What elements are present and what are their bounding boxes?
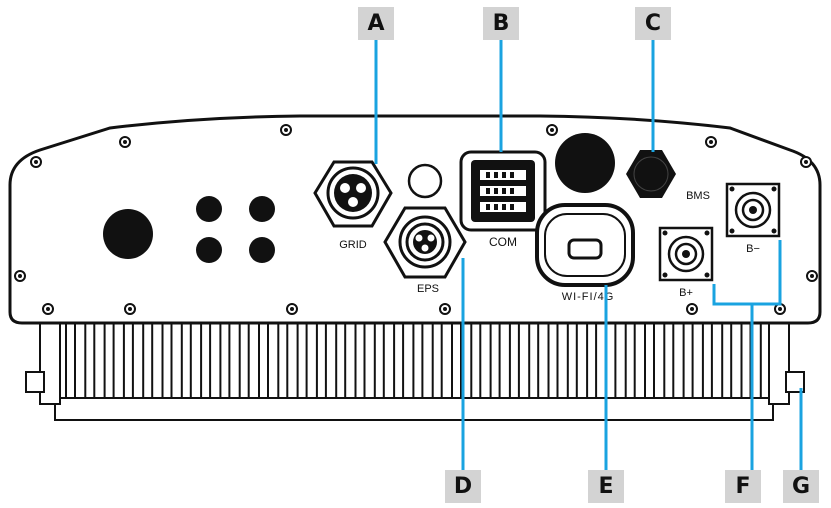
heatsink-fin [489, 322, 501, 400]
heatsink-fin [122, 322, 134, 400]
housing-screw-center [690, 307, 694, 311]
housing-screws [14, 124, 818, 315]
housing-screw-center [443, 307, 447, 311]
heatsink-fin [258, 322, 269, 400]
heatsink-fin [663, 322, 675, 400]
housing-screw-center [804, 160, 808, 164]
housing-screw-center [123, 140, 127, 144]
large-blanking-plug [103, 209, 153, 259]
leader-lines [374, 40, 803, 470]
heatsink-fin [393, 322, 405, 400]
heatsink-fin [200, 322, 212, 400]
heatsink-base [54, 397, 774, 421]
heatsink-fin [740, 322, 752, 400]
eps-label: EPS [417, 283, 439, 295]
heatsink-fin [315, 322, 327, 400]
wifi-4g-port [535, 203, 635, 287]
housing-screw-center [284, 128, 288, 132]
heatsink-fin [277, 322, 289, 400]
small-blanking-plug [196, 237, 222, 263]
housing-screw-center [34, 160, 38, 164]
heatsink-fin [721, 322, 733, 400]
housing-screw-center [128, 307, 132, 311]
callout-g: G [783, 470, 819, 503]
com-connector [459, 150, 547, 232]
heatsink-fin [566, 322, 578, 400]
heatsink-fin [528, 322, 540, 400]
heatsink-fin [103, 322, 115, 400]
heatsink-fin [431, 322, 443, 400]
eps-connector [383, 206, 467, 279]
grid-connector [313, 160, 393, 228]
heatsink-fin [161, 322, 173, 400]
heatsink-fin [547, 322, 559, 400]
com-label: COM [489, 235, 517, 249]
right-mount-bolt [785, 371, 805, 393]
heatsink-fin [412, 322, 424, 400]
leader-line-f [712, 284, 754, 470]
wifi-4g-label: WI-FI/4G [562, 291, 615, 303]
battery-negative-terminal [725, 182, 781, 238]
heatsink-fin [624, 322, 636, 400]
callout-e: E [588, 470, 624, 503]
heatsink-fin [701, 322, 713, 400]
left-mount-bolt [25, 371, 45, 393]
housing-screw-center [810, 274, 814, 278]
heatsink-fin [508, 322, 520, 400]
housing-screw-center [46, 307, 50, 311]
heatsink-fin [65, 322, 76, 400]
heatsink-fin [84, 322, 96, 400]
heatsink-fin [373, 322, 385, 400]
small-blanking-plug [249, 237, 275, 263]
heatsink-fin [354, 322, 366, 400]
small-blanking-plug [196, 196, 222, 222]
callout-c: C [635, 7, 671, 40]
heatsink-fin [335, 322, 347, 400]
heatsink-fin [605, 322, 617, 400]
housing-screw-center [290, 307, 294, 311]
battery-positive-terminal [658, 226, 714, 282]
heatsink-fin [470, 322, 482, 400]
dark-plug [555, 133, 615, 193]
pressure-valve [407, 163, 443, 199]
battery-positive-label: B+ [679, 287, 693, 299]
grid-label: GRID [339, 239, 367, 251]
heatsink-fin [142, 322, 154, 400]
housing-screw-center [778, 307, 782, 311]
battery-negative-label: B− [746, 243, 760, 255]
callout-f: F [725, 470, 761, 503]
heatsink [65, 322, 771, 400]
heatsink-fin [238, 322, 250, 400]
heatsink-fin [180, 322, 192, 400]
heatsink-fin [682, 322, 694, 400]
housing-screw-center [18, 274, 22, 278]
bms-label: BMS [686, 190, 710, 202]
callout-a: A [358, 7, 394, 40]
leader-line-f-branch [752, 240, 782, 306]
housing-screw-center [709, 140, 713, 144]
bms-connector [626, 150, 676, 198]
small-blanking-plug [249, 196, 275, 222]
heatsink-fin [644, 322, 655, 400]
heatsink-fin [296, 322, 308, 400]
callout-b: B [483, 7, 519, 40]
callout-d: D [445, 470, 481, 503]
heatsink-fin [219, 322, 231, 400]
housing-screw-center [550, 128, 554, 132]
heatsink-fin [451, 322, 462, 400]
heatsink-fin [586, 322, 598, 400]
